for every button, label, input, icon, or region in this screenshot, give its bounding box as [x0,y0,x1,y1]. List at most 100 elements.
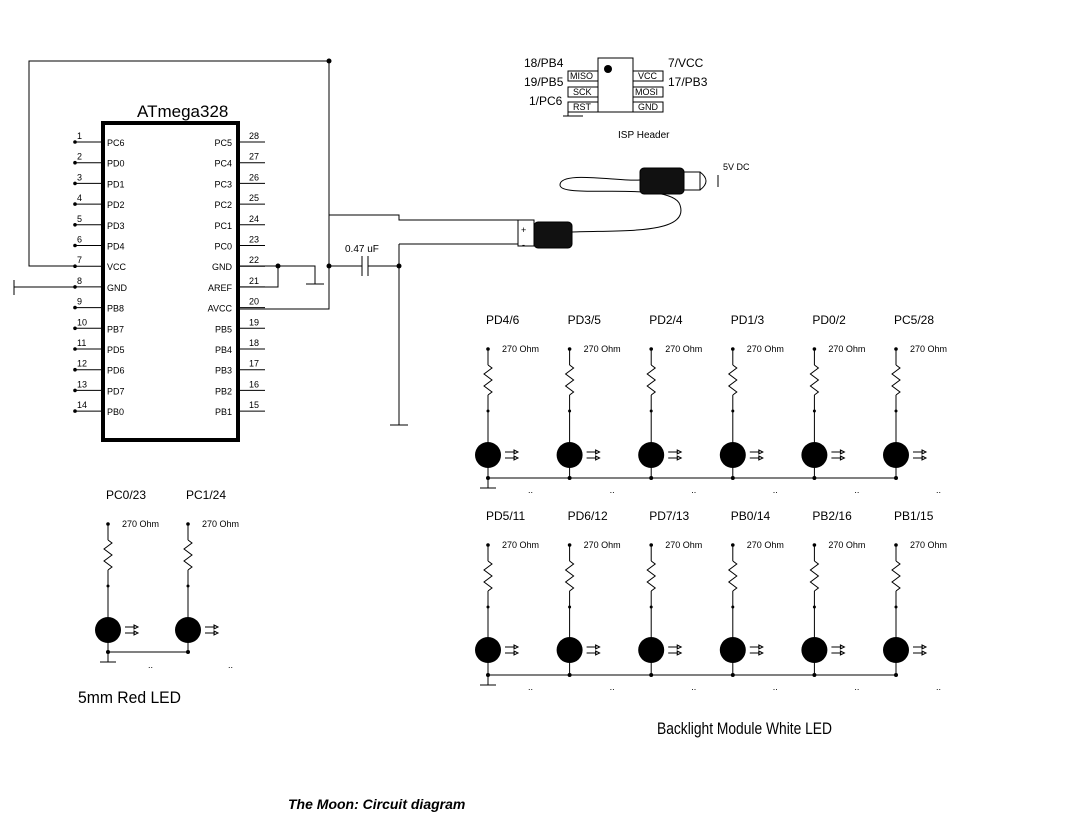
diagram-title: The Moon: Circuit diagram [288,796,465,812]
pin-number: 27 [249,152,259,162]
resistor-label: 270 Ohm [747,540,784,550]
pin-label: PD0 [107,159,125,169]
pin-label: PD7 [107,386,125,396]
isp-pin-vcc: VCC [638,71,658,81]
led-net-label: PD1/3 [731,313,765,327]
isp-ext-l1: 19/PB5 [524,75,564,89]
pin-label: AREF [208,283,233,293]
led-net-label: PC1/24 [186,488,226,502]
resistor-label: 270 Ohm [910,344,947,354]
isp-ext-r1: 17/PB3 [668,75,708,89]
pin-number: 15 [249,400,259,410]
tick-mark: .. [228,660,233,670]
chip-name: ATmega328 [137,102,228,121]
pin-label: PB4 [215,345,232,355]
pin-label: PC5 [214,138,232,148]
plug-end [639,167,685,195]
led-net-label: PD7/13 [649,509,689,523]
led-net-label: PD6/12 [568,509,608,523]
isp-pin-miso: MISO [570,71,593,81]
resistor-label: 270 Ohm [202,519,239,529]
resistor-label: 270 Ohm [502,540,539,550]
pin-number: 11 [77,338,86,348]
tick-mark: .. [773,682,778,692]
pin-number: 12 [77,359,87,369]
pin-label: GND [107,283,128,293]
tick-mark: .. [528,682,533,692]
pin-number: 9 [77,297,82,307]
pin-label: GND [212,262,233,272]
isp-pin-gnd: GND [638,102,659,112]
pin-number: 1 [77,131,82,141]
pin-number: 16 [249,379,259,389]
pin-label: PB7 [107,324,124,334]
pin-number: 6 [77,235,82,245]
isp-header: 18/PB4 19/PB5 1/PC6 MISO SCK RST VCC MOS… [524,56,708,141]
pin-number: 10 [77,317,87,327]
pin-label: PC3 [214,179,232,189]
isp-ext-r0: 7/VCC [668,56,704,70]
resistor-label: 270 Ohm [584,344,621,354]
tick-mark: .. [773,485,778,495]
resistor-label: 270 Ohm [747,344,784,354]
pin-label: PD1 [107,179,125,189]
pin-label: PC4 [214,159,232,169]
pin-number: 19 [249,317,259,327]
pin-label: PB1 [215,407,232,417]
vcc-wiring: 0.47 uF [13,58,520,426]
plus-label: + [521,225,526,235]
resistor-label: 270 Ohm [584,540,621,550]
resistor-label: 270 Ohm [665,540,702,550]
resistor-label: 270 Ohm [665,344,702,354]
pin-label: PD6 [107,366,125,376]
pin-number: 25 [249,193,259,203]
tick-mark: .. [691,485,696,495]
tick-mark: .. [528,485,533,495]
pin-number: 22 [249,255,259,265]
pin-number: 17 [249,359,259,369]
pin-label: PC1 [214,221,232,231]
pin-label: PB2 [215,386,232,396]
pin-label: PD4 [107,242,125,252]
power-jack: + - 5V DC [517,162,750,250]
pin-label: PD3 [107,221,125,231]
pin-label: PB0 [107,407,124,417]
isp-pin-rst: RST [573,102,592,112]
tick-mark: .. [691,682,696,692]
resistor-label: 270 Ohm [828,540,865,550]
chip-pins: 1PC62PD03PD14PD25PD36PD47VCC8GND9PB810PB… [73,131,265,417]
tick-mark: .. [854,485,859,495]
pin-label: PB3 [215,366,232,376]
pin-number: 23 [249,235,259,245]
isp-ext-l0: 18/PB4 [524,56,564,70]
pin-number: 14 [77,400,87,410]
tick-mark: .. [936,485,941,495]
led-net-label: PD3/5 [568,313,602,327]
pin-number: 26 [249,172,259,182]
minus-label: - [522,240,525,250]
isp-caption: ISP Header [618,130,670,141]
led-net-label: PD2/4 [649,313,683,327]
pin-number: 3 [77,172,82,182]
tick-mark: .. [148,660,153,670]
pin-number: 20 [249,297,259,307]
isp-pin-sck: SCK [573,87,592,97]
pin-number: 13 [77,379,87,389]
pin-number: 7 [77,255,82,265]
resistor-label: 270 Ohm [910,540,947,550]
resistor-label: 270 Ohm [122,519,159,529]
pin-label: PB5 [215,324,232,334]
pin-number: 24 [249,214,259,224]
led-net-label: PB0/14 [731,509,771,523]
pin-label: VCC [107,262,127,272]
led-net-label: PD0/2 [812,313,846,327]
pin-label: PB8 [107,304,124,314]
led-net-label: PB2/16 [812,509,852,523]
red_leds-group: PC0/23 270 Ohm.. PC1/24 270 Ohm.. [95,488,239,670]
pin-label: PC2 [214,200,232,210]
plug-body [533,221,573,249]
led-net-label: PC0/23 [106,488,146,502]
